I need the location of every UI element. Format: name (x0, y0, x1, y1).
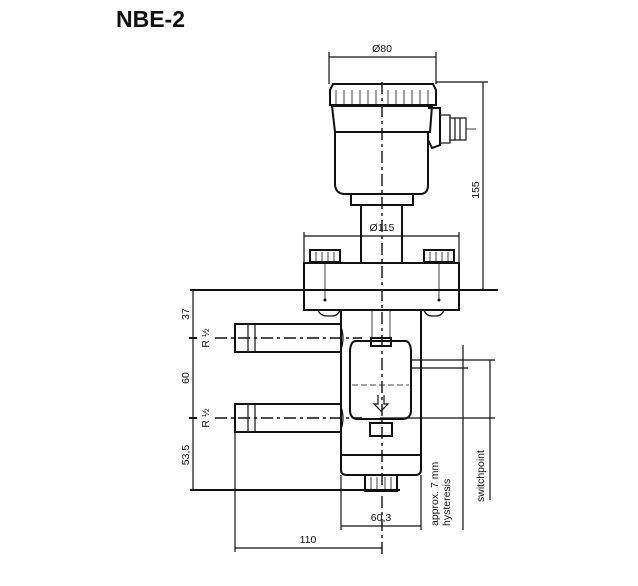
thread-upper: R ½ (200, 328, 212, 348)
dim-upper-offset: 37 (180, 308, 192, 320)
hysteresis-label-2: hysteresis (441, 479, 453, 526)
thread-lower: R ½ (200, 408, 212, 428)
dim-pipe-length: 110 (300, 534, 317, 546)
dim-body-width: 60,3 (371, 512, 392, 524)
dimension-lines (189, 52, 498, 552)
dim-height: 155 (470, 181, 482, 199)
dim-pipe-spacing: 60 (180, 372, 192, 384)
dim-lower-offset: 53,5 (180, 445, 192, 466)
float-chamber (349, 337, 412, 437)
dim-flange-diameter: Ø115 (370, 222, 395, 234)
switchpoint-label: switchpoint (475, 450, 487, 502)
cable-gland (439, 114, 476, 144)
dim-head-diameter: Ø80 (372, 43, 392, 55)
drawing-title: NBE-2 (116, 6, 186, 32)
housing-head (329, 83, 441, 195)
hysteresis-label-1: approx. 7 mm (429, 462, 441, 526)
flange (303, 249, 460, 317)
